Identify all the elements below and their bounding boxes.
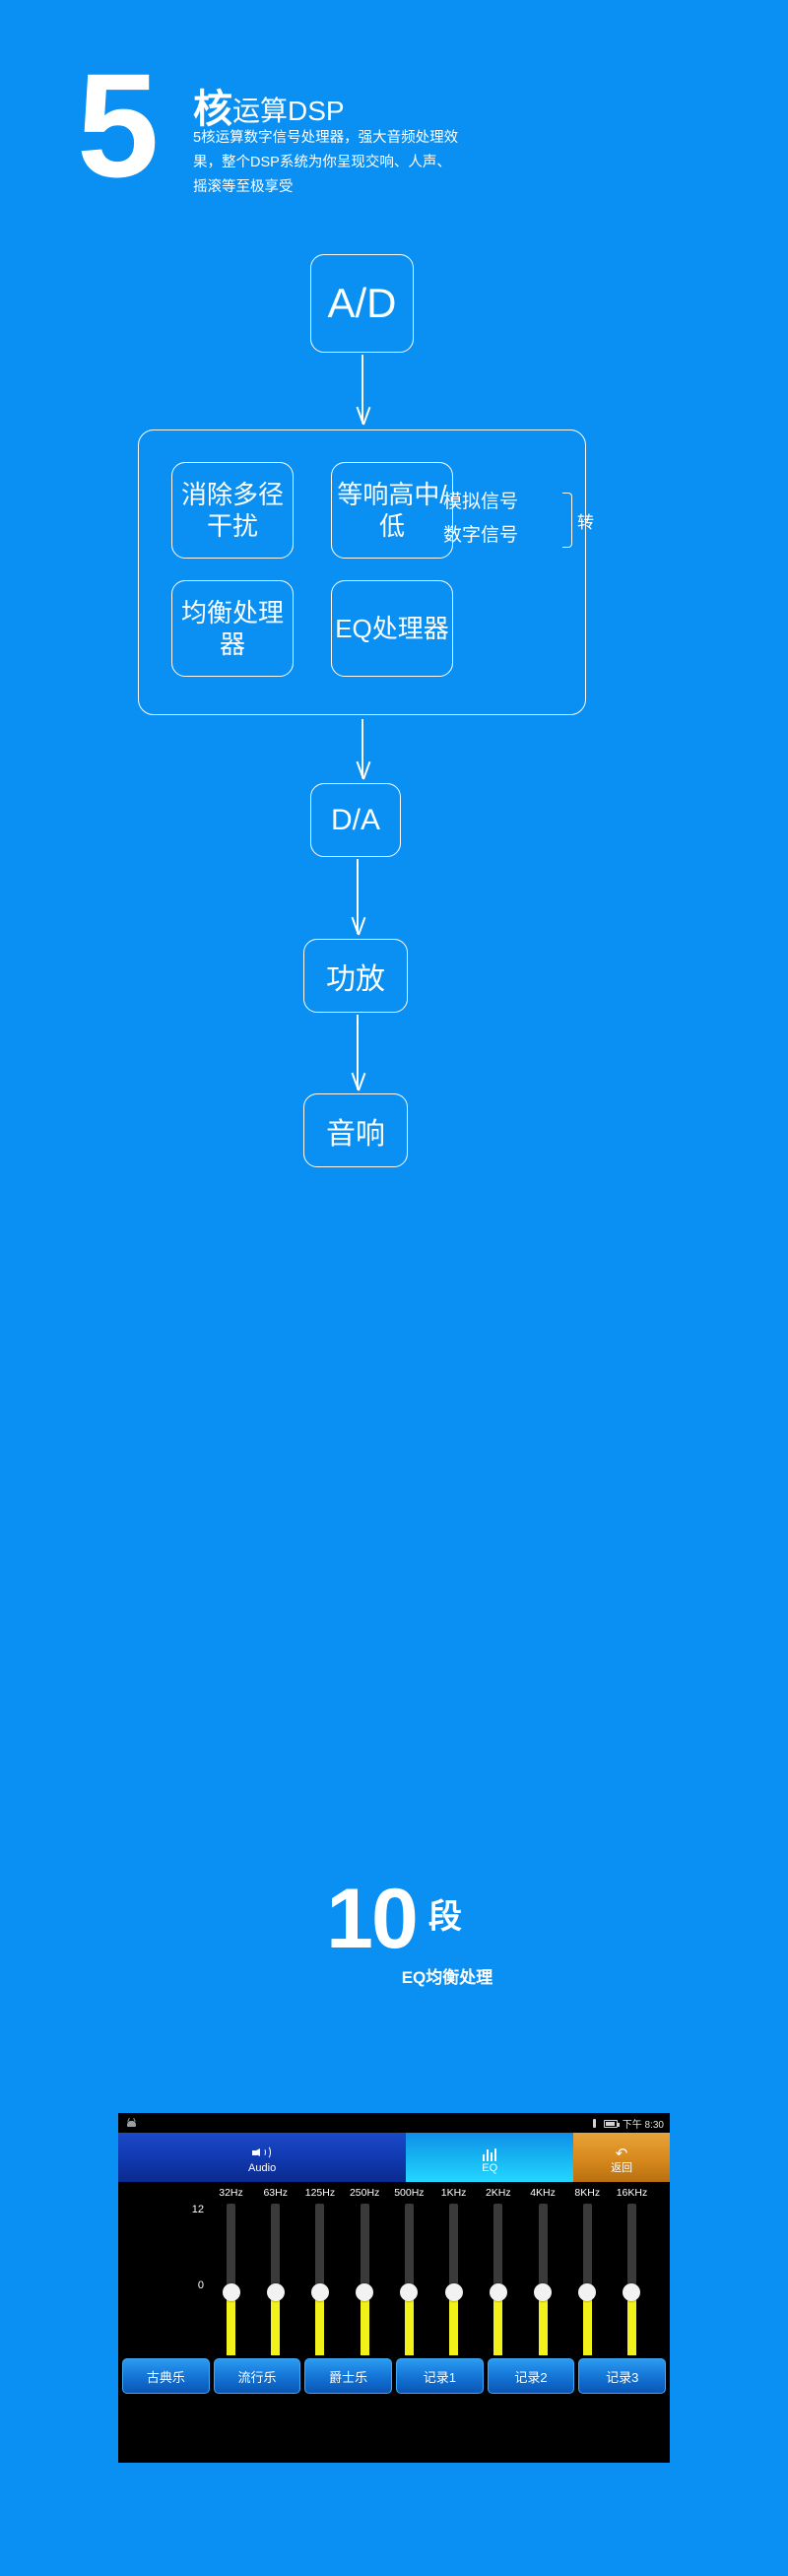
tab-eq-label: EQ <box>482 2161 498 2174</box>
eq-band-slider[interactable] <box>431 2204 476 2381</box>
eq-band-slider[interactable] <box>521 2204 565 2381</box>
android-robot-icon <box>125 2117 138 2128</box>
eq-section-subtitle: EQ均衡处理 <box>401 1968 493 1987</box>
signal-flow-diagram: A/D 模拟信号 数字信号 转 消除多径干扰 等响高中/低 均衡处理器 EQ处理… <box>0 246 788 1167</box>
frequency-label: 32Hz <box>219 2187 243 2199</box>
slider-fill <box>493 2292 503 2381</box>
slider-fill <box>271 2292 281 2381</box>
back-arrow-icon: ↶ <box>615 2145 628 2162</box>
slider-knob[interactable] <box>266 2283 285 2301</box>
conversion-label-analog: 模拟信号 <box>443 492 519 512</box>
title-small-text: 运算DSP <box>232 96 345 126</box>
arrow-ad-to-dsp <box>353 355 372 424</box>
frequency-label: 500Hz <box>394 2187 425 2199</box>
slider-fill <box>582 2292 592 2381</box>
slider-knob[interactable] <box>489 2283 507 2301</box>
eq-sliders <box>209 2204 654 2381</box>
dsp-module-equalizer: 均衡处理器 <box>171 580 294 677</box>
scale-mid-label: 0 <box>197 2279 204 2291</box>
title-big-char: 核 <box>193 88 232 131</box>
eq-band-slider[interactable] <box>476 2204 520 2381</box>
eq-band-count: 10 <box>326 1872 419 1966</box>
status-bar-clock: 下午 8:30 <box>622 2120 664 2131</box>
slider-fill <box>449 2292 459 2381</box>
slider-knob[interactable] <box>310 2283 329 2301</box>
frequency-label: 1KHz <box>440 2187 467 2199</box>
conversion-bracket-icon <box>562 493 572 548</box>
slider-knob[interactable] <box>356 2283 374 2301</box>
equalizer-icon <box>482 2142 497 2161</box>
node-digital-to-analog: D/A <box>310 783 401 857</box>
node-speaker: 音响 <box>303 1093 408 1167</box>
preset-button[interactable]: 记录3 <box>578 2358 667 2394</box>
frequency-labels: 32Hz 63Hz 125Hz 250Hz 500Hz 1KHz 2KHz 4KHz 8KHz 1… <box>209 2187 654 2199</box>
frequency-label: 4KHz <box>530 2187 556 2199</box>
node-amplifier: 功放 <box>303 939 408 1013</box>
tab-back[interactable]: ↶ 返回 <box>573 2133 670 2182</box>
preset-button[interactable]: 古典乐 <box>122 2358 210 2394</box>
slider-fill <box>538 2292 548 2381</box>
node-analog-to-digital: A/D <box>310 254 414 353</box>
slider-fill <box>404 2292 414 2381</box>
header-description: 5核运算数字信号处理器，强大音频处理效果，整个DSP系统为你呈现交响、人声、摇滚… <box>193 130 459 195</box>
arrow-amp-to-speaker <box>348 1015 367 1090</box>
preset-button[interactable]: 流行乐 <box>213 2358 301 2394</box>
eq-band-slider[interactable] <box>387 2204 431 2381</box>
frequency-label: 16KHz <box>616 2187 648 2199</box>
tab-eq[interactable]: EQ <box>406 2133 574 2182</box>
eq-band-slider[interactable] <box>610 2204 654 2381</box>
android-status-bar: 下午 8:30 <box>118 2113 670 2133</box>
equalizer-panel: 32Hz 63Hz 125Hz 250Hz 500Hz 1KHz 2KHz 4KHz 8KHz 1… <box>118 2182 670 2399</box>
status-bar-right: 下午 8:30 <box>590 2116 664 2131</box>
arrow-da-to-amp <box>348 859 367 934</box>
scale-top-label: 12 <box>191 2204 204 2215</box>
frequency-label: 125Hz <box>304 2187 336 2199</box>
preset-button[interactable]: 记录1 <box>396 2358 484 2394</box>
page-title: 核运算DSP <box>193 77 345 134</box>
tab-audio[interactable]: Audio <box>118 2133 407 2182</box>
battery-icon <box>603 2119 620 2128</box>
slider-knob[interactable] <box>400 2283 419 2301</box>
dsp-processing-box: 消除多径干扰 等响高中/低 均衡处理器 EQ处理器 <box>138 429 586 715</box>
eq-band-slider[interactable] <box>253 2204 297 2381</box>
slider-knob[interactable] <box>534 2283 553 2301</box>
eq-band-slider[interactable] <box>343 2204 387 2381</box>
conversion-label-digital: 数字信号 <box>443 525 519 546</box>
eq-band-slider[interactable] <box>209 2204 253 2381</box>
header-big-number: 5 <box>77 42 159 208</box>
slider-knob[interactable] <box>444 2283 463 2301</box>
slider-fill <box>626 2292 636 2381</box>
dsp-module-multipath: 消除多径干扰 <box>171 462 294 559</box>
preset-button[interactable]: 爵士乐 <box>304 2358 393 2394</box>
conversion-labels: 模拟信号 数字信号 <box>443 486 518 553</box>
arrow-dsp-to-da <box>353 719 372 778</box>
slider-fill <box>227 2292 235 2381</box>
slider-knob[interactable] <box>222 2283 240 2301</box>
gain-scale: 12 0 -12 <box>164 2204 204 2376</box>
eq-band-unit: 段 <box>427 1898 462 1936</box>
eq-band-slider[interactable] <box>565 2204 610 2381</box>
dsp-module-loudness: 等响高中/低 <box>331 462 453 559</box>
frequency-label: 250Hz <box>349 2187 380 2199</box>
speaker-icon <box>252 2142 272 2161</box>
eq-band-slider[interactable] <box>297 2204 342 2381</box>
slider-knob[interactable] <box>578 2283 597 2301</box>
tab-back-label: 返回 <box>611 2161 633 2174</box>
slider-fill <box>360 2292 369 2381</box>
slider-fill <box>315 2292 325 2381</box>
preset-button[interactable]: 记录2 <box>487 2358 575 2394</box>
eq-app-screenshot: 下午 8:30 Audio EQ ↶ 返回 32Hz 63Hz 125Hz 250Hz… <box>118 2113 670 2463</box>
header-section: 5 核运算DSP 5核运算数字信号处理器，强大音频处理效果，整个DSP系统为你呈… <box>0 0 788 246</box>
frequency-label: 63Hz <box>263 2187 288 2199</box>
frequency-label: 2KHz <box>485 2187 511 2199</box>
dsp-module-eq-processor: EQ处理器 <box>331 580 453 677</box>
frequency-label: 8KHz <box>574 2187 601 2199</box>
tab-audio-label: Audio <box>248 2161 277 2174</box>
slider-knob[interactable] <box>623 2283 641 2301</box>
app-tab-bar: Audio EQ ↶ 返回 <box>118 2133 670 2182</box>
signal-icon <box>590 2119 599 2128</box>
